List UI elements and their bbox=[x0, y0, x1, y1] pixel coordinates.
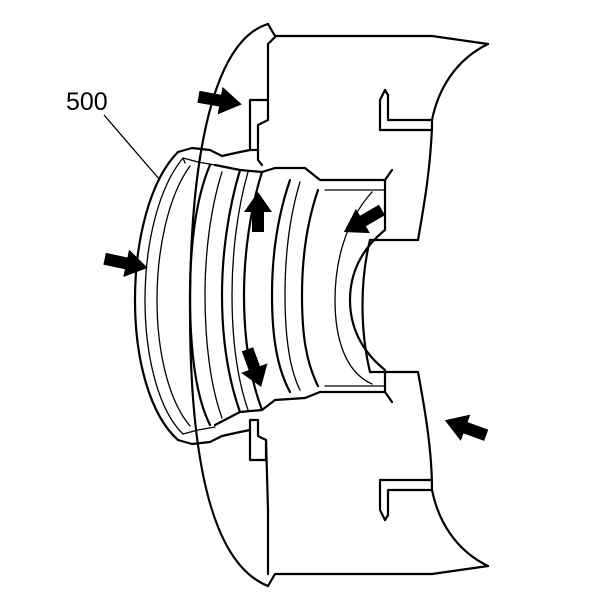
callout-number: 500 bbox=[66, 88, 108, 116]
arrow-ridge-down bbox=[241, 347, 268, 387]
upper-clip bbox=[248, 98, 270, 167]
arrow-ridge-up bbox=[244, 192, 272, 232]
lower-clip bbox=[248, 418, 268, 462]
seal-body bbox=[133, 146, 394, 446]
arrow-housing-edge bbox=[444, 414, 489, 441]
leader-line bbox=[103, 114, 161, 181]
arrows bbox=[103, 86, 489, 441]
arrow-top-clip bbox=[197, 86, 242, 115]
arrow-left-lip bbox=[103, 249, 148, 278]
outer-housing bbox=[188, 22, 490, 588]
arrow-bore bbox=[343, 204, 385, 234]
